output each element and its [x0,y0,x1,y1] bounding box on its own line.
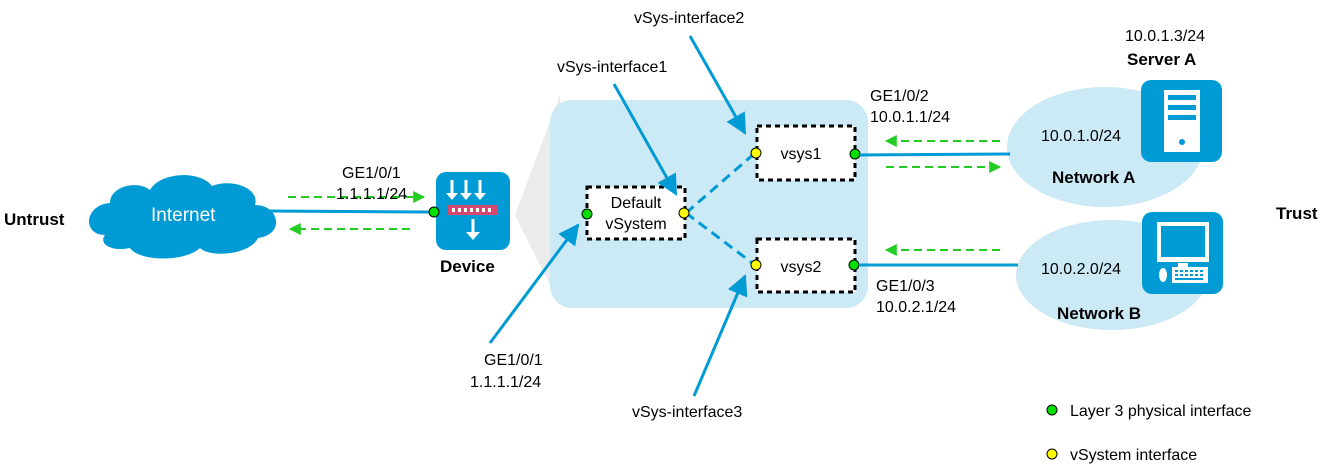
link-vsys1-network-a [859,152,1011,157]
default-vsystem-line2: vSystem [605,216,666,233]
vsys2-label: vsys2 [781,259,822,276]
default-vsystem-box[interactable]: Default vSystem [585,185,687,241]
device-label: Device [440,257,495,276]
vsys1-physical-dot [849,148,861,160]
zone-untrust-label: Untrust [4,210,65,229]
callout-ge101-ip: 1.1.1.1/24 [470,374,541,391]
vsys2-box[interactable]: vsys2 [755,237,857,294]
server-a-ip: 10.0.1.3/24 [1125,28,1205,45]
link-default-vsys2 [685,211,756,267]
network-b-label: Network B [1057,304,1141,323]
legend-physical-interface-dot [1046,404,1058,416]
default-vsystem-physical-dot [581,208,593,220]
vsys2-vsys-dot [750,259,762,271]
vsys2-physical-dot [848,259,860,271]
callout-arrow-vsys-interface1 [612,83,678,196]
device-physical-interface-dot [428,206,440,218]
device-ip-label: 1.1.1.1/24 [336,186,407,203]
link-internet-device [267,209,433,214]
pc-icon[interactable] [1142,212,1223,294]
legend: Layer 3 physical interface vSystem inter… [1046,403,1252,464]
callout-arrow-vsys-interface3 [692,274,748,397]
vsys1-label: vsys1 [781,146,822,163]
default-vsystem-line1: Default [611,195,662,212]
callout-vsys-interface3: vSys-interface3 [632,404,742,421]
callout-arrow-vsys-interface2 [688,35,747,135]
legend-physical-interface-label: Layer 3 physical interface [1070,403,1252,420]
network-a-subnet: 10.0.1.0/24 [1041,128,1121,145]
ge102-ip-label: 10.0.1.1/24 [870,109,950,126]
legend-vsystem-interface-label: vSystem interface [1070,447,1197,464]
vsys1-box[interactable]: vsys1 [755,124,857,182]
ge103-ip-label: 10.0.2.1/24 [876,299,956,316]
callout-vsys-interface2: vSys-interface2 [634,10,744,27]
zoom-projection [515,95,560,305]
legend-vsystem-interface-dot [1046,448,1058,460]
internet-cloud[interactable]: Internet [89,175,277,259]
callout-vsys-interface1: vSys-interface1 [557,59,667,76]
ge102-label: GE1/0/2 [870,88,929,105]
vsys1-vsys-dot [750,147,762,159]
server-icon[interactable] [1141,80,1222,162]
server-a-label: Server A [1127,50,1196,69]
network-b-subnet: 10.0.2.0/24 [1041,261,1121,278]
device-interface-label: GE1/0/1 [342,165,401,182]
network-a-label: Network A [1052,168,1135,187]
ge103-label: GE1/0/3 [876,278,935,295]
device-firewall-icon[interactable] [436,172,510,250]
zone-trust-label: Trust [1276,204,1318,223]
default-vsystem-vsys-dot [678,207,690,219]
callout-arrow-ge101 [488,223,580,344]
internet-label: Internet [151,205,216,226]
callout-ge101: GE1/0/1 [484,352,543,369]
